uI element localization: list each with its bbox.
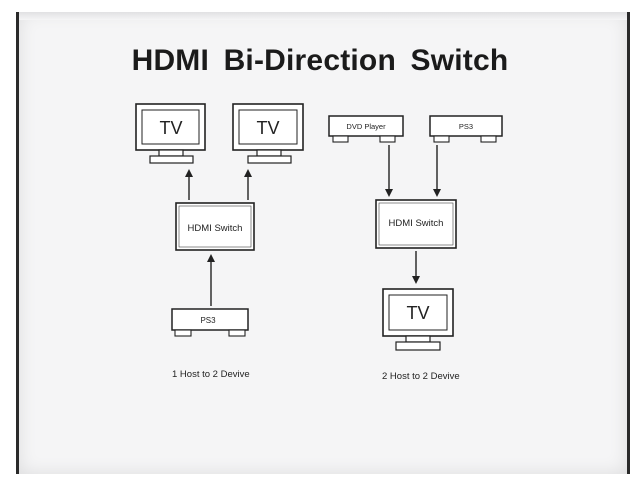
tv2-label: TV (256, 118, 279, 138)
ps3-console-icon: PS3 (429, 115, 503, 143)
right-tv-label: TV (406, 303, 429, 323)
ps3-console-icon: PS3 (171, 308, 249, 337)
left-source-label: PS3 (200, 316, 216, 325)
box-panel (16, 12, 630, 474)
left-diagram: TV TV HDMI Switch (135, 103, 304, 337)
left-switch-label: HDMI Switch (188, 223, 243, 234)
tv1-label: TV (159, 118, 182, 138)
right-source1-label: DVD Player (346, 122, 386, 131)
right-source2-label: PS3 (459, 122, 473, 131)
tv-monitor-icon: TV (135, 103, 206, 164)
tv-monitor-icon: TV (382, 288, 454, 351)
right-caption: 2 Host to 2 Devive (382, 371, 460, 382)
dvd-player-icon: DVD Player (328, 115, 404, 143)
hdmi-switch-box: HDMI Switch (175, 202, 255, 251)
left-caption: 1 Host to 2 Devive (172, 369, 250, 380)
right-diagram: DVD Player PS3 HDMI Switch (328, 115, 503, 351)
hdmi-switch-box: HDMI Switch (375, 199, 457, 249)
right-switch-label: HDMI Switch (389, 218, 444, 229)
tv-monitor-icon: TV (232, 103, 304, 164)
page-title: HDMI Bi-Direction Switch (131, 44, 509, 77)
